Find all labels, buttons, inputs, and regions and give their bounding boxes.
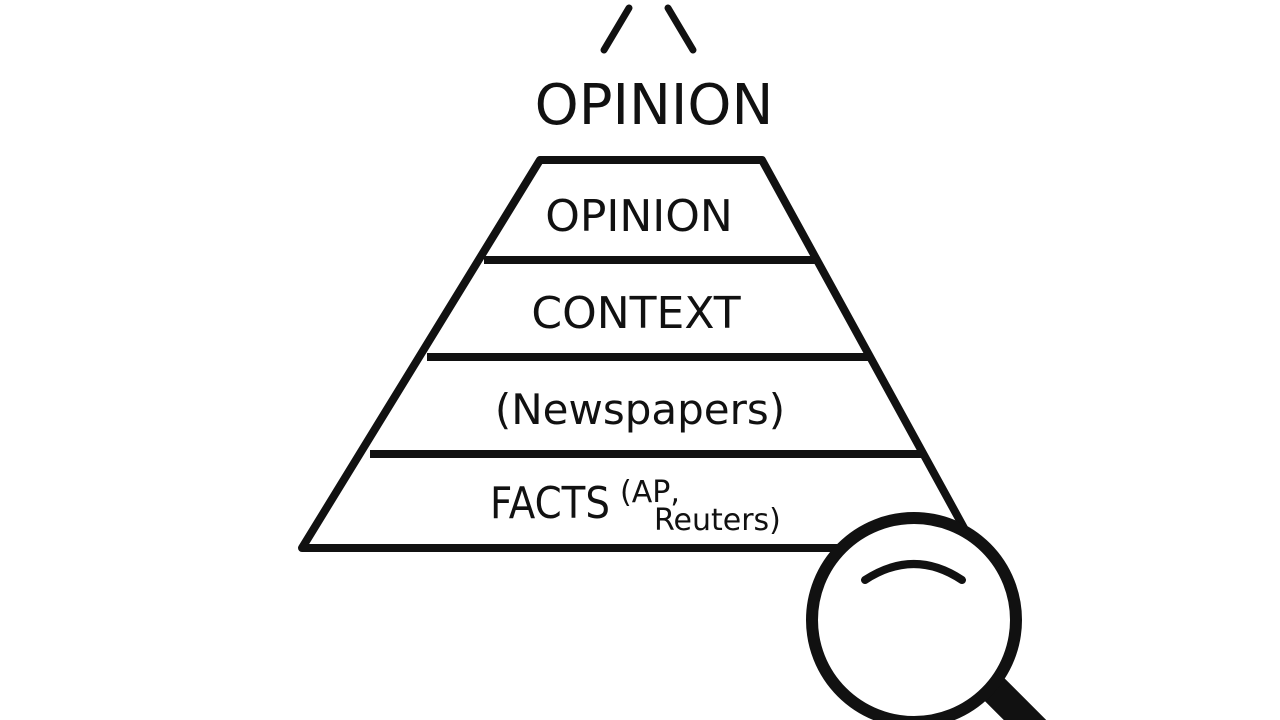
tier-label-opinion: OPINION	[545, 191, 733, 242]
magnifying-glass-icon	[806, 512, 1047, 720]
caret-up-icon	[600, 4, 697, 54]
tier-label-facts: FACTS	[490, 478, 610, 529]
tier-label-newspapers: (Newspapers)	[495, 385, 785, 434]
tier-facts: FACTS (AP, Reuters)	[490, 475, 781, 538]
facts-note-line2: Reuters)	[654, 503, 781, 538]
facts-note-line1: (AP,	[620, 475, 680, 510]
tier-label-context: CONTEXT	[531, 288, 740, 339]
top-label: OPINION	[535, 73, 774, 138]
